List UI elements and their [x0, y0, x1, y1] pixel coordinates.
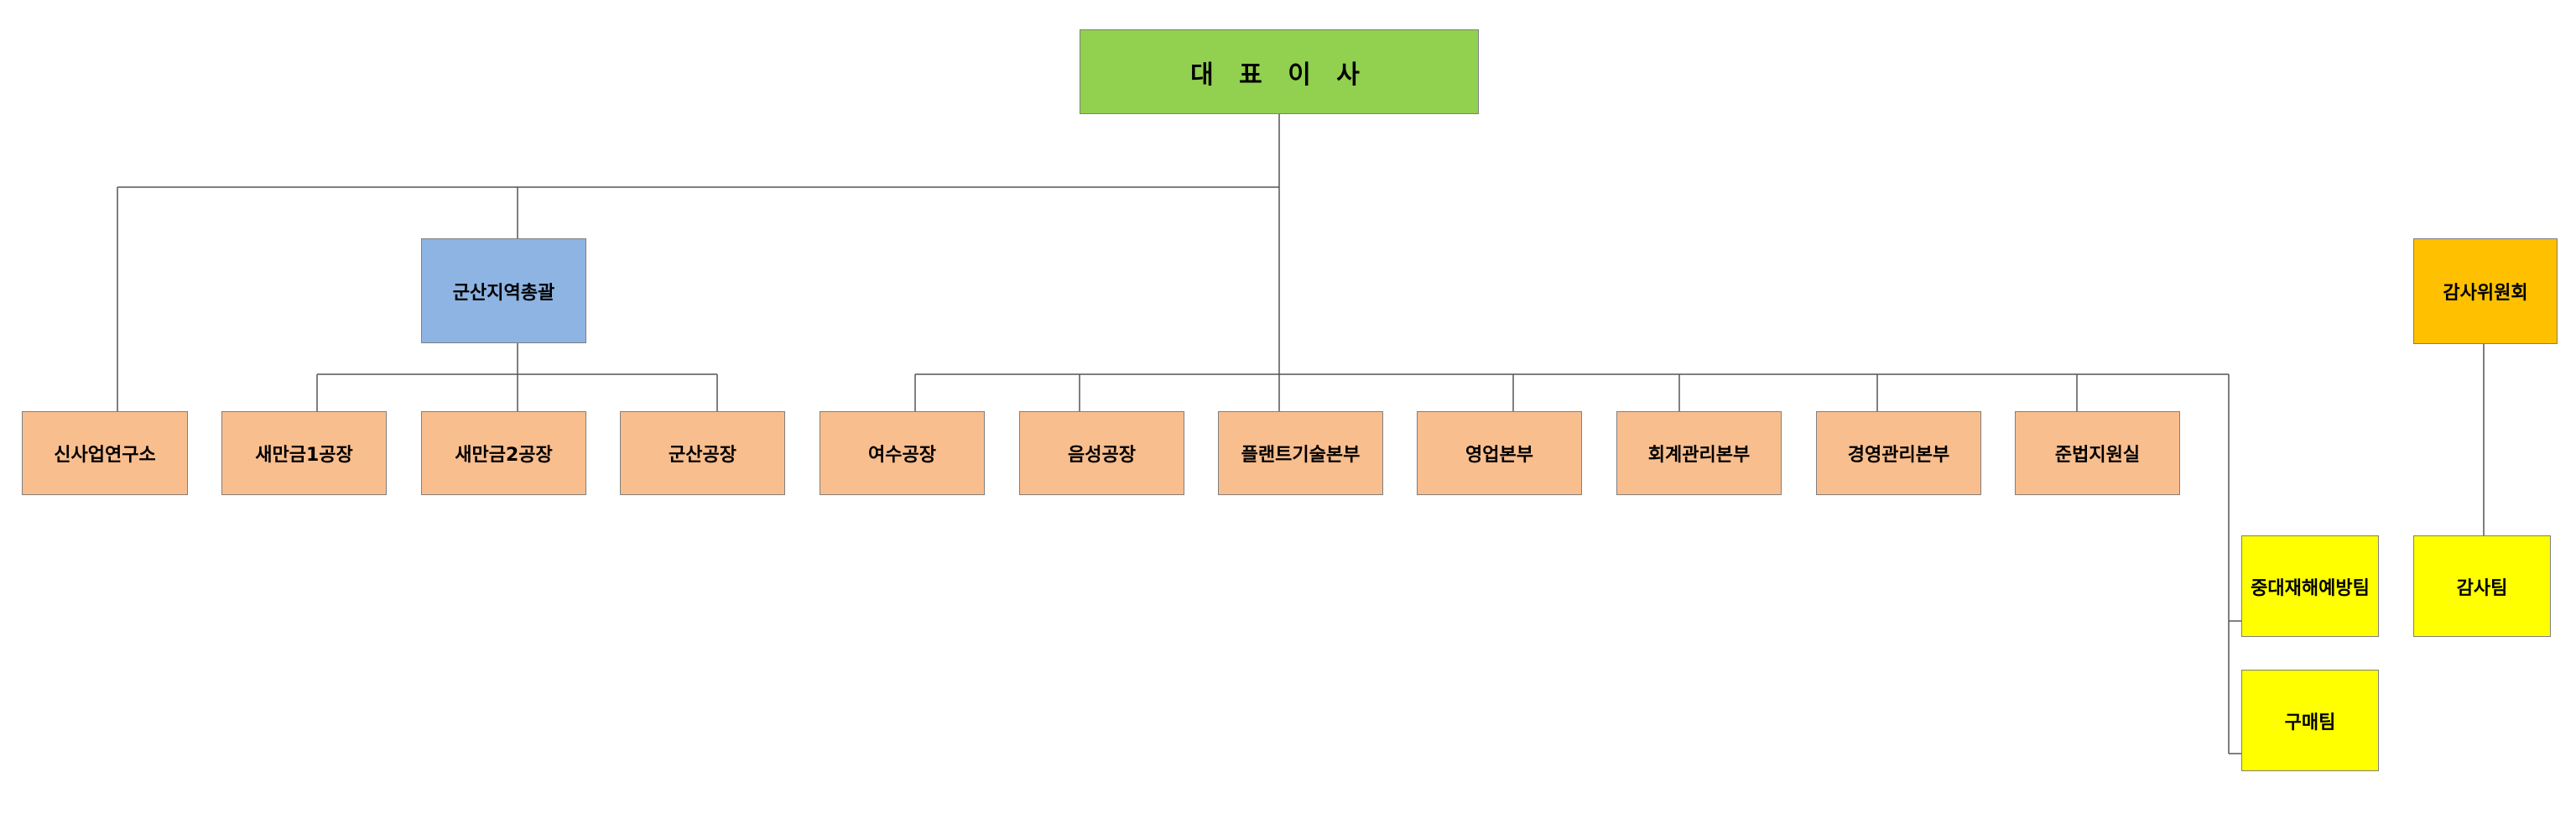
purchasing-box: 구매팀	[2241, 670, 2379, 771]
audit-committee-box: 감사위원회	[2413, 238, 2558, 344]
audit-team-label: 감사팀	[2456, 577, 2508, 599]
audit-team-box: 감사팀	[2413, 535, 2551, 637]
management-box: 경영관리본부	[1816, 411, 1981, 495]
purchasing-label: 구매팀	[2284, 712, 2336, 733]
saemangeum2-label: 새만금2공장	[455, 445, 553, 466]
ceo-label: 대 표 이 사	[1190, 60, 1368, 90]
plant-tech-label: 플랜트기술본부	[1241, 445, 1361, 466]
saemangeum2-box: 새만금2공장	[421, 411, 586, 495]
sales-box: 영업본부	[1417, 411, 1582, 495]
yeosu-plant-box: 여수공장	[820, 411, 985, 495]
sales-label: 영업본부	[1465, 445, 1533, 466]
gunsan-plant-label: 군산공장	[669, 445, 736, 466]
plant-tech-box: 플랜트기술본부	[1218, 411, 1383, 495]
gunsan-plant-box: 군산공장	[620, 411, 785, 495]
compliance-box: 준법지원실	[2015, 411, 2180, 495]
saemangeum1-box: 새만금1공장	[221, 411, 387, 495]
accounting-label: 회계관리본부	[1647, 445, 1751, 466]
eumseong-plant-box: 음성공장	[1019, 411, 1184, 495]
disaster-prevention-box: 중대재해예방팀	[2241, 535, 2379, 637]
eumseong-plant-label: 음성공장	[1068, 445, 1136, 466]
gunsan-hq-box: 군산지역총괄	[421, 238, 586, 343]
disaster-prevention-label: 중대재해예방팀	[2251, 577, 2370, 599]
audit-committee-label: 감사위원회	[2443, 283, 2528, 304]
accounting-box: 회계관리본부	[1616, 411, 1782, 495]
management-label: 경영관리본부	[1847, 445, 1950, 466]
gunsan-hq-label: 군산지역총괄	[452, 282, 555, 304]
new-biz-lab-box: 신사업연구소	[22, 411, 188, 495]
saemangeum1-label: 새만금1공장	[255, 445, 353, 466]
new-biz-lab-label: 신사업연구소	[54, 445, 156, 466]
yeosu-plant-label: 여수공장	[868, 445, 936, 466]
ceo-box: 대 표 이 사	[1080, 29, 1479, 114]
compliance-label: 준법지원실	[2054, 445, 2141, 466]
